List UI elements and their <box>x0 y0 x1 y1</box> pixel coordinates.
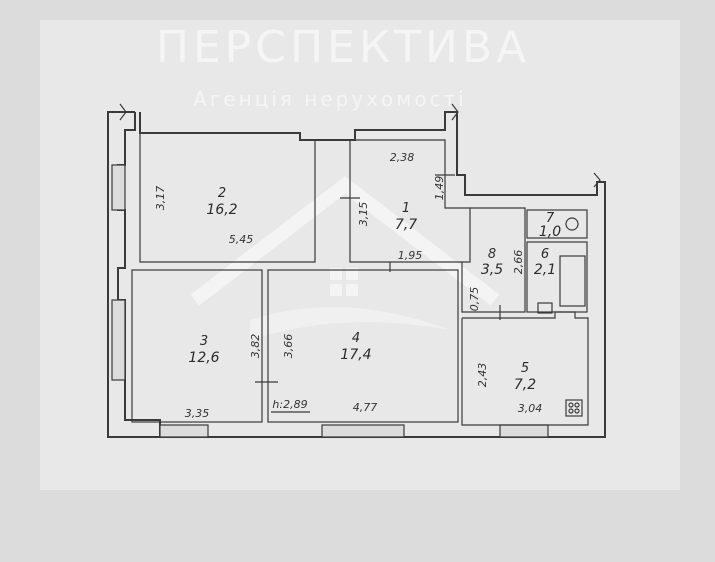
dim-r4-height: 3,66 <box>282 334 295 359</box>
watermark-subtitle: Агенція нерухомості <box>193 87 467 111</box>
room-8-number: 8 <box>488 247 496 262</box>
room-5-area: 7,2 <box>514 377 536 393</box>
dim-r2-width: 5,45 <box>229 233 254 246</box>
dim-r4-width: 4,77 <box>353 401 378 414</box>
room-3-area: 12,6 <box>188 350 219 366</box>
dim-ceiling-height: h:2,89 <box>272 398 307 411</box>
room-1-area: 7,7 <box>395 217 417 233</box>
room-5-number: 5 <box>521 361 529 376</box>
room-6-number: 6 <box>541 247 549 262</box>
room-labels: 2 16,2 1 7,7 8 3,5 7 1,0 6 2,1 3 12,6 4 … <box>188 186 561 393</box>
dim-r8-height: 2,66 <box>512 250 525 275</box>
dim-r5-height: 2,43 <box>476 363 489 388</box>
room-1-number: 1 <box>402 201 410 216</box>
dimension-labels: 3,17 5,45 2,38 3,15 1,49 1,95 2,66 0,75 … <box>154 151 542 420</box>
dim-r3-width: 3,35 <box>185 407 210 420</box>
room-2-number: 2 <box>218 186 226 201</box>
room-7-area: 1,0 <box>539 224 561 240</box>
room-2-area: 16,2 <box>206 202 237 218</box>
room-3-number: 3 <box>200 334 208 349</box>
dim-r2-height: 3,17 <box>154 186 167 211</box>
room-8-area: 3,5 <box>481 262 503 278</box>
room-4-number: 4 <box>352 331 360 346</box>
room-6-area: 2,1 <box>534 262 556 278</box>
interior-walls <box>131 132 589 426</box>
room-7-number: 7 <box>546 211 555 226</box>
dim-r1-height: 3,15 <box>357 202 370 227</box>
watermark-title: ПЕРСПЕКТИВА <box>156 22 530 73</box>
dim-r8-door: 0,75 <box>468 287 481 312</box>
room-4-area: 17,4 <box>340 347 371 363</box>
dim-r5-width: 3,04 <box>518 402 543 415</box>
dim-r1-offset: 1,49 <box>433 176 446 201</box>
dim-r1-bottom: 1,95 <box>398 249 423 262</box>
dim-r1-width: 2,38 <box>390 151 415 164</box>
dim-r3-height: 3,82 <box>249 334 262 359</box>
